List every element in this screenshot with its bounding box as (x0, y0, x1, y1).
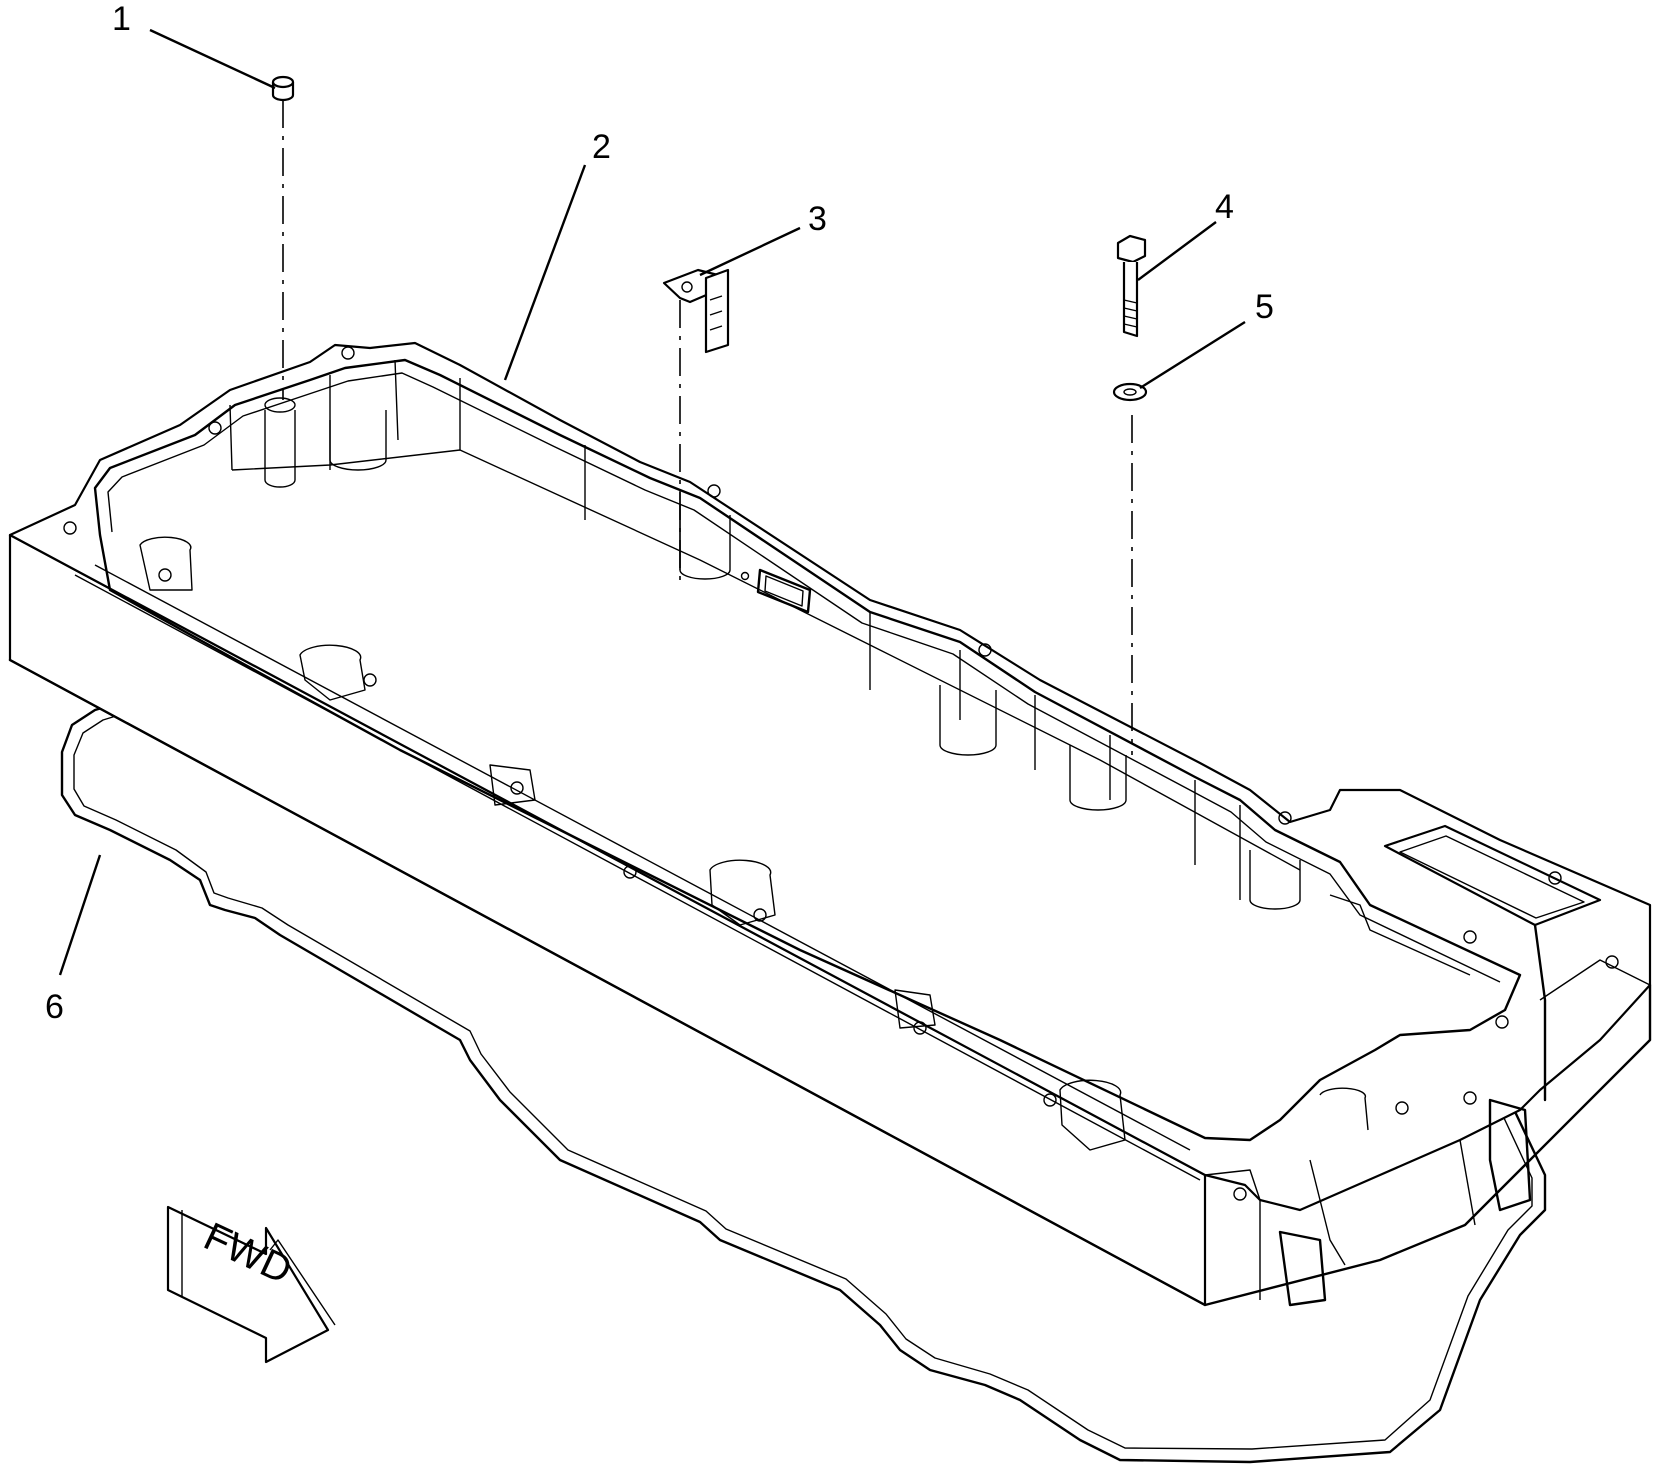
callout-labels: 1 2 3 4 5 6 (45, 0, 1274, 1026)
forward-direction-arrow-icon: FWD (166, 1205, 336, 1364)
callout-5: 5 (1255, 288, 1274, 326)
callout-leaders (58, 28, 1246, 976)
bolt (1116, 234, 1147, 338)
washer (1112, 382, 1148, 755)
gasket (60, 595, 1547, 1464)
callout-1: 1 (112, 0, 131, 38)
plug-cap (271, 75, 295, 400)
callout-6: 6 (45, 988, 64, 1026)
rocker-cover-base (8, 341, 1652, 1307)
callout-2: 2 (592, 128, 611, 166)
callout-4: 4 (1215, 188, 1234, 226)
bracket-clip (662, 268, 730, 580)
callout-3: 3 (808, 200, 827, 238)
